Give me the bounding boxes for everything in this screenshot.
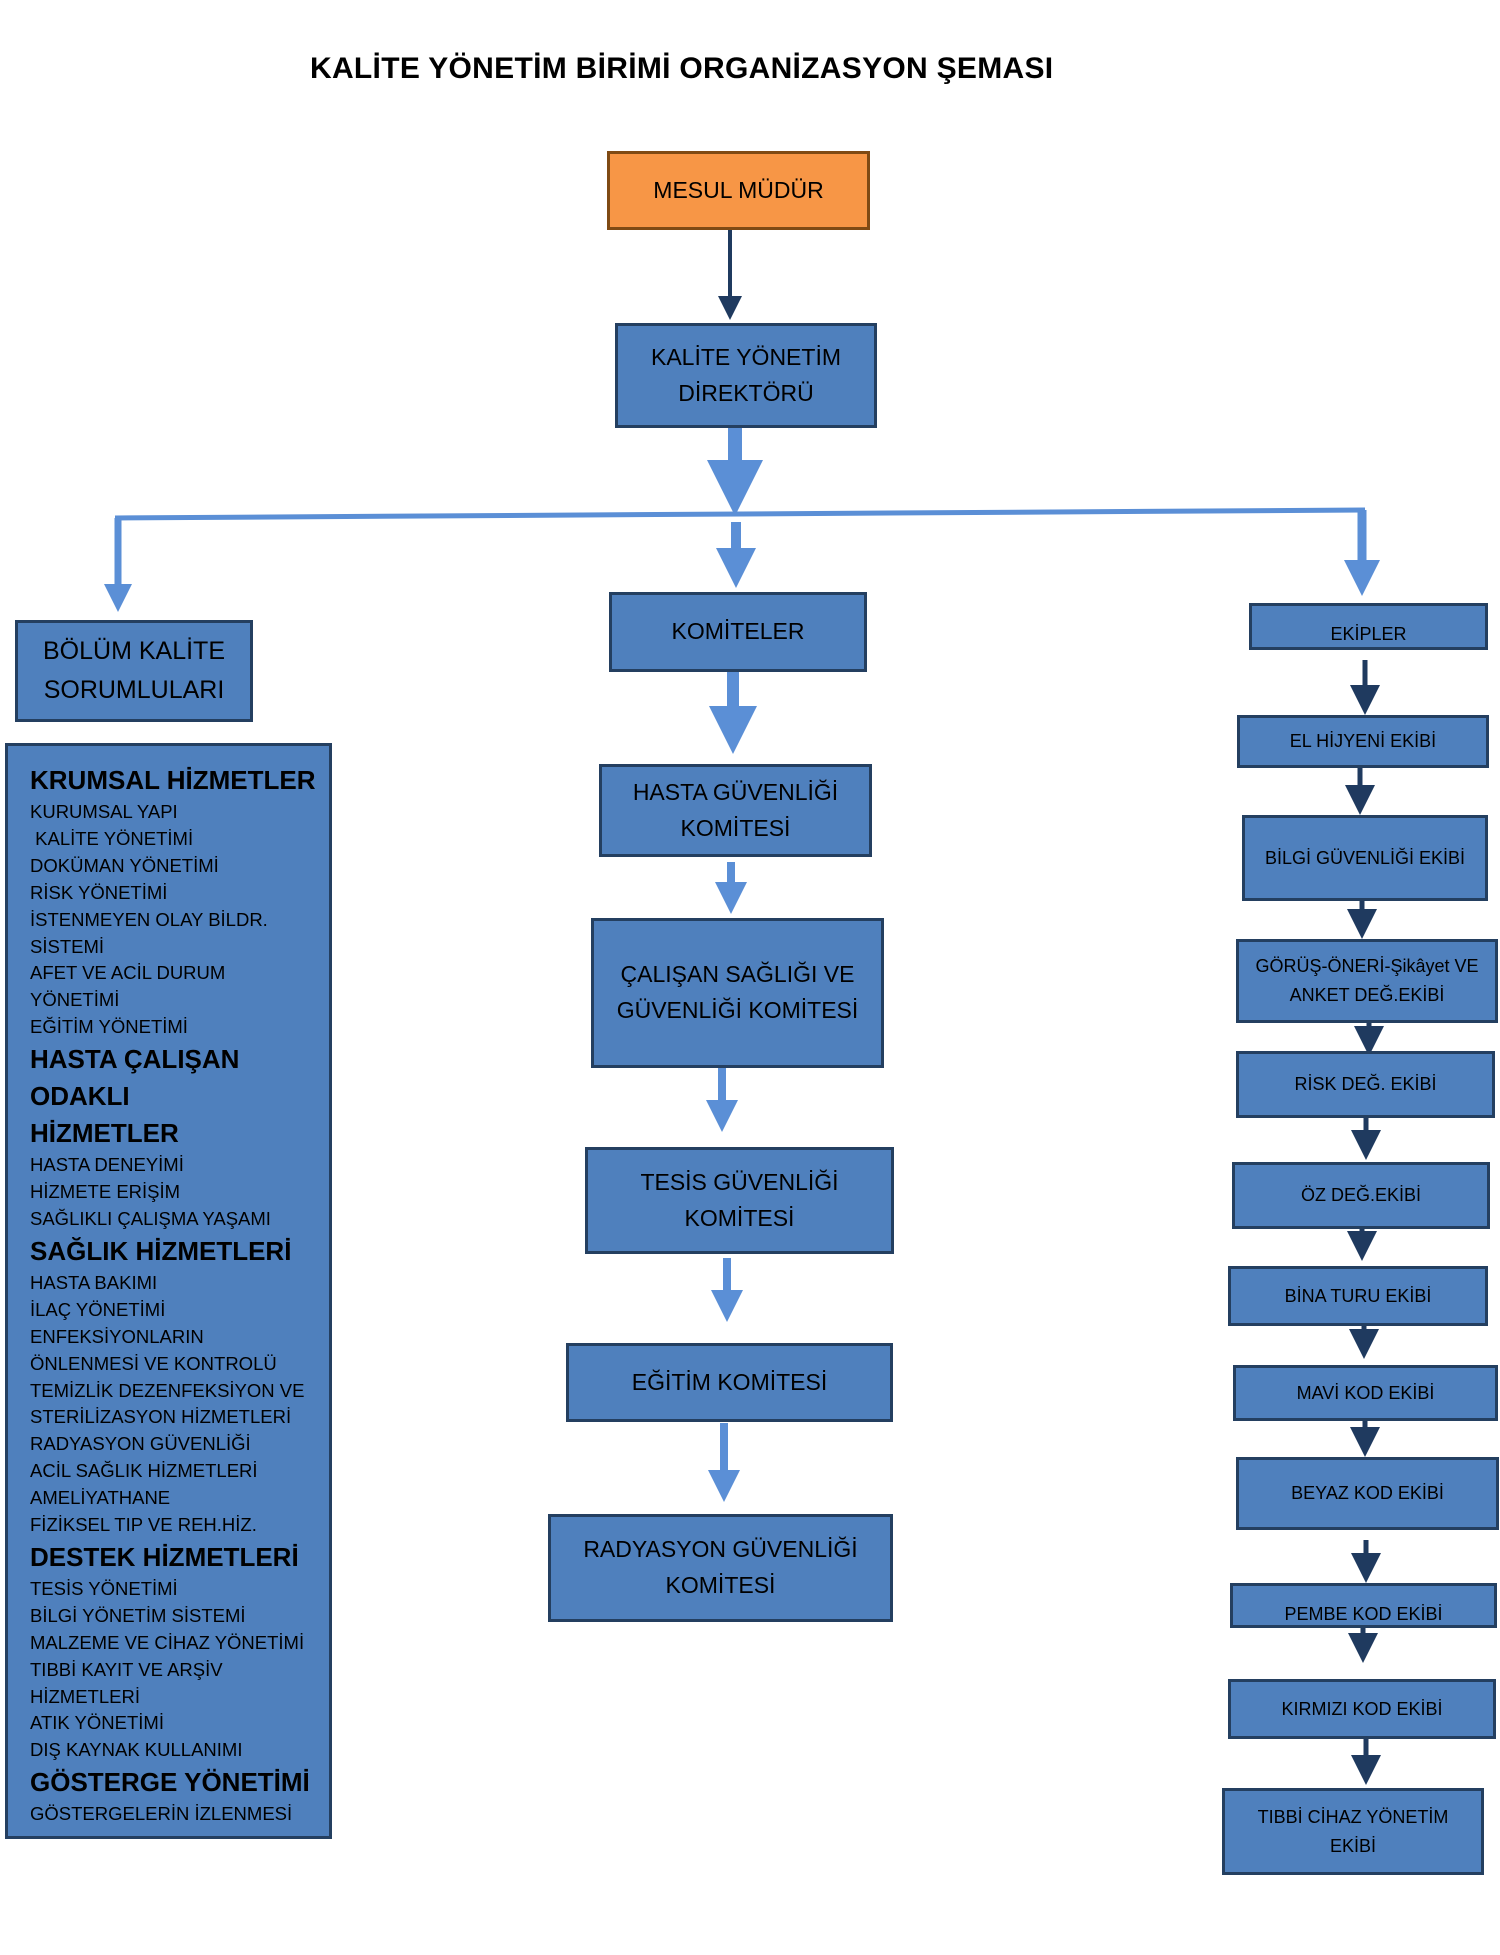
section-item: ACİL SAĞLIK HİZMETLERİ [30, 1460, 258, 1482]
section-item: DIŞ KAYNAK KULLANIMI [30, 1739, 243, 1761]
section-item: HASTA DENEYİMİ [30, 1154, 184, 1176]
section-item: KALİTE YÖNETİMİ [30, 827, 194, 849]
committee-node: EĞİTİM KOMİTESİ [566, 1343, 893, 1422]
section-item: HİZMETE ERİŞİM [30, 1181, 181, 1203]
section-item: TESİS YÖNETİMİ [30, 1577, 178, 1599]
team-node: PEMBE KOD EKİBİ [1230, 1583, 1497, 1628]
section-item: RİSK YÖNETİMİ [30, 881, 168, 903]
section-title: HASTA ÇALIŞAN ODAKLI HİZMETLER [30, 1044, 240, 1149]
team-node: RİSK DEĞ. EKİBİ [1236, 1051, 1495, 1118]
team-node: GÖRÜŞ-ÖNERİ-Şikâyet VE ANKET DEĞ.EKİBİ [1236, 939, 1498, 1023]
section-item: BİLGİ YÖNETİM SİSTEMİ [30, 1604, 246, 1626]
section-item: YÖNETİMİ [30, 989, 120, 1011]
section-item: STERİLİZASYON HİZMETLERİ [30, 1406, 292, 1428]
branch-center-node: KOMİTELER [609, 592, 867, 672]
team-node: ÖZ DEĞ.EKİBİ [1232, 1162, 1490, 1229]
section-item: EĞİTİM YÖNETİMİ [30, 1016, 188, 1038]
team-node: BİLGİ GÜVENLİĞİ EKİBİ [1242, 815, 1488, 901]
section-item: SİSTEMİ [30, 935, 105, 957]
section-item: TEMİZLİK DEZENFEKSİYON VE [30, 1379, 305, 1401]
team-node: TIBBİ CİHAZ YÖNETİM EKİBİ [1222, 1788, 1484, 1875]
section-item: ENFEKSİYONLARIN [30, 1325, 204, 1347]
section-item: AFET VE ACİL DURUM [30, 962, 226, 984]
committee-node: HASTA GÜVENLİĞİ KOMİTESİ [599, 764, 872, 857]
section-item: GÖSTERGELERİN İZLENMESİ [30, 1803, 293, 1825]
section-title: DESTEK HİZMETLERİ [30, 1541, 299, 1572]
page-title: KALİTE YÖNETİM BİRİMİ ORGANİZASYON ŞEMAS… [310, 52, 1054, 85]
section-item: AMELİYATHANE [30, 1487, 171, 1509]
section-item: İLAÇ YÖNETİMİ [30, 1298, 166, 1320]
team-node: MAVİ KOD EKİBİ [1233, 1365, 1498, 1421]
branch-bus [114, 507, 1366, 521]
director-node: KALİTE YÖNETİM DİREKTÖRÜ [615, 323, 877, 428]
committee-node: RADYASYON GÜVENLİĞİ KOMİTESİ [548, 1514, 893, 1622]
section-item: DOKÜMAN YÖNETİMİ [30, 854, 219, 876]
branch-right-node: EKİPLER [1249, 603, 1488, 650]
section-item: RADYASYON GÜVENLİĞİ [30, 1433, 251, 1455]
committee-node: ÇALIŞAN SAĞLIĞI VE GÜVENLİĞİ KOMİTESİ [591, 918, 884, 1068]
committee-node: TESİS GÜVENLİĞİ KOMİTESİ [585, 1147, 894, 1254]
section-item: KURUMSAL YAPI [30, 801, 178, 822]
team-node: KIRMIZI KOD EKİBİ [1228, 1679, 1496, 1739]
team-node: BEYAZ KOD EKİBİ [1236, 1457, 1499, 1530]
team-node: EL HİJYENİ EKİBİ [1237, 715, 1489, 768]
section-item: HİZMETLERİ [30, 1685, 140, 1707]
section-item: İSTENMEYEN OLAY BİLDR. [30, 908, 268, 930]
section-title: SAĞLIK HİZMETLERİ [30, 1235, 292, 1266]
section-item: ÖNLENMESİ VE KONTROLÜ [30, 1352, 277, 1374]
section-title: KRUMSAL HİZMETLER [30, 765, 316, 795]
team-node: BİNA TURU EKİBİ [1228, 1266, 1488, 1326]
section-item: ATIK YÖNETİMİ [30, 1712, 164, 1734]
root-node: MESUL MÜDÜR [607, 151, 870, 230]
left-detail-panel: KRUMSAL HİZMETLER KURUMSAL YAPI KALİTE YÖ… [5, 743, 332, 1839]
section-item: TIBBİ KAYIT VE ARŞİV [30, 1658, 223, 1680]
section-title: GÖSTERGE YÖNETİMİ [30, 1767, 310, 1798]
section-item: FİZİKSEL TIP VE REH.HİZ. [30, 1514, 257, 1536]
branch-left-node: BÖLÜM KALİTE SORUMLULARI [15, 620, 253, 722]
section-item: HASTA BAKIMI [30, 1271, 158, 1293]
section-item: MALZEME VE CİHAZ YÖNETİMİ [30, 1631, 305, 1653]
section-item: SAĞLIKLI ÇALIŞMA YAŞAMI [30, 1207, 271, 1229]
